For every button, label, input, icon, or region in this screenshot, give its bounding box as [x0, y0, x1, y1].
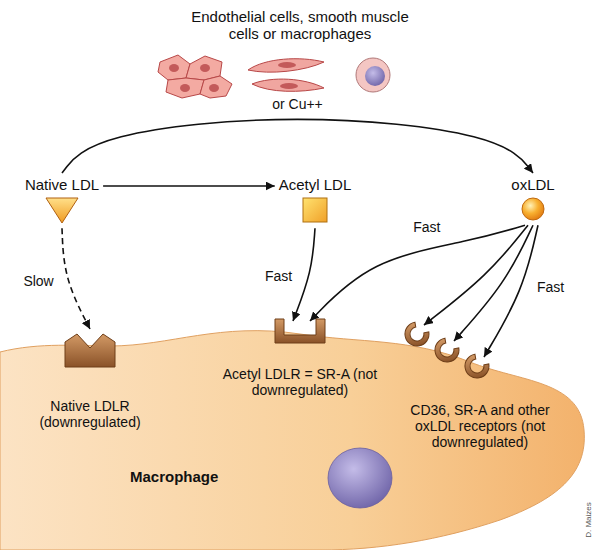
node-label: CD36, SR-A and other oxLDL receptors (no…: [395, 402, 565, 450]
arrow-path: [424, 225, 528, 325]
edge-label: or Cu++: [272, 96, 323, 112]
reaction-arrow: [103, 186, 275, 187]
arrow-path: [454, 225, 533, 341]
arrow-path: [62, 119, 533, 173]
macrophage-label-box: Macrophage: [130, 468, 218, 485]
label-patch: or Cu++: [270, 96, 325, 112]
edge-label: Fast: [413, 219, 440, 235]
label-patch: Fast: [535, 279, 566, 295]
node-label: Acetyl LDL: [279, 176, 352, 193]
reaction-arrow: [62, 228, 90, 329]
edge-label: Slow: [23, 273, 53, 289]
small-macrophage: [356, 58, 390, 92]
node-label: oxLDL: [511, 176, 554, 193]
receptor: Acetyl LDLR = SR-A (not downregulated): [222, 318, 378, 398]
reaction-arrow: [293, 228, 315, 321]
particle-symbol: [64, 332, 116, 368]
arrow-path: [484, 225, 538, 357]
ldl-particle: oxLDL: [511, 176, 554, 223]
edge-label: Fast: [537, 279, 564, 295]
endothelial-cells: [158, 55, 232, 98]
ldl-particle: Native LDL: [25, 176, 99, 225]
particle-symbol: [518, 195, 548, 223]
arrow-path: [310, 225, 525, 321]
node-label: Macrophage: [130, 468, 218, 485]
node-label: Native LDLR (downregulated): [30, 398, 150, 430]
signature-box: D. Maizes: [584, 502, 593, 538]
ldl-particle: Acetyl LDL: [279, 176, 352, 225]
label-patch: Slow: [21, 273, 55, 289]
arrow-path: [293, 228, 315, 321]
edge-label: Fast: [265, 268, 292, 284]
smooth-muscle-cells: [248, 59, 324, 92]
reaction-arrow: [310, 225, 525, 321]
receptor: CD36, SR-A and other oxLDL receptors (no…: [395, 318, 565, 450]
reaction-arrow: [424, 225, 538, 357]
label-patch: Fast: [263, 268, 294, 284]
particle-symbol: [274, 318, 326, 344]
particle-symbol: [395, 318, 565, 380]
signature: D. Maizes: [584, 502, 593, 538]
particle-symbol: [300, 195, 330, 225]
receptor: Native LDLR (downregulated): [30, 332, 150, 430]
arrow-path: [103, 185, 275, 187]
arrow-path: [62, 228, 90, 329]
node-label: Endothelial cells, smooth muscle cells o…: [184, 8, 416, 43]
cell-types: Endothelial cells, smooth muscle cells o…: [184, 8, 416, 43]
particle-symbol: [42, 195, 82, 225]
macrophage-cell: Macrophage Native LDLR (downregulated) Ace…: [0, 310, 600, 550]
reaction-arrow: [62, 119, 533, 173]
node-label: Acetyl LDLR = SR-A (not downregulated): [222, 366, 378, 398]
node-label: Native LDL: [25, 176, 99, 193]
label-patch: Fast: [411, 219, 442, 235]
